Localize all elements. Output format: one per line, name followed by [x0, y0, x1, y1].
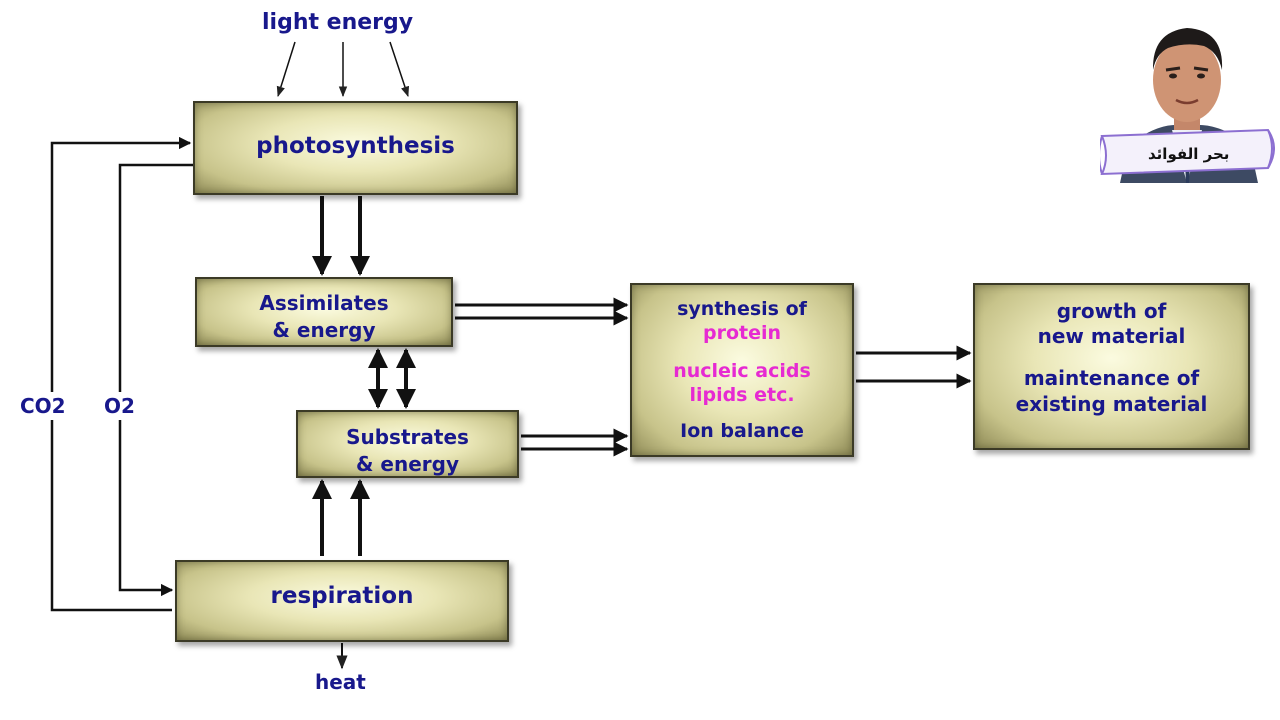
o2-label: O2 — [104, 394, 135, 418]
substrates-line-1: Substrates — [346, 425, 469, 449]
assimilates-line-1: Assimilates — [259, 291, 389, 315]
respiration-box: respiration — [175, 560, 509, 642]
synthesis-line-3: nucleic acids — [673, 360, 811, 382]
growth-line-2: new material — [1037, 324, 1186, 348]
synthesis-box: synthesis of protein nucleic acids lipid… — [630, 283, 854, 457]
synthesis-line-5: Ion balance — [680, 420, 804, 442]
co2-label: CO2 — [20, 394, 66, 418]
heat-label: heat — [315, 670, 366, 694]
substrates-box: Substrates & energy — [296, 410, 519, 478]
logo-text: بحر الفوائد — [1148, 145, 1230, 163]
co2-loop-arrow — [50, 136, 192, 612]
respiration-label: respiration — [270, 583, 414, 609]
photosynthesis-label: photosynthesis — [256, 133, 455, 159]
growth-line-3: maintenance of — [1023, 366, 1200, 390]
light-arrow-1 — [276, 41, 296, 98]
o2-loop-arrow — [118, 163, 193, 597]
light-energy-label: light energy — [262, 10, 414, 35]
synthesis-line-4: lipids etc. — [689, 384, 795, 406]
synthesis-line-2: protein — [702, 322, 782, 344]
assimilates-box: Assimilates & energy — [195, 277, 453, 347]
synthesis-line-1: synthesis of — [677, 298, 807, 320]
assimilates-line-2: & energy — [272, 318, 376, 342]
growth-line-4: existing material — [1015, 392, 1208, 416]
growth-box: growth of new material maintenance of ex… — [973, 283, 1250, 450]
presenter-portrait-logo-icon — [1100, 28, 1275, 183]
light-arrow-3 — [389, 41, 409, 97]
substrates-line-2: & energy — [356, 452, 459, 476]
photosynthesis-box: photosynthesis — [193, 101, 518, 195]
growth-line-1: growth of — [1056, 299, 1167, 323]
